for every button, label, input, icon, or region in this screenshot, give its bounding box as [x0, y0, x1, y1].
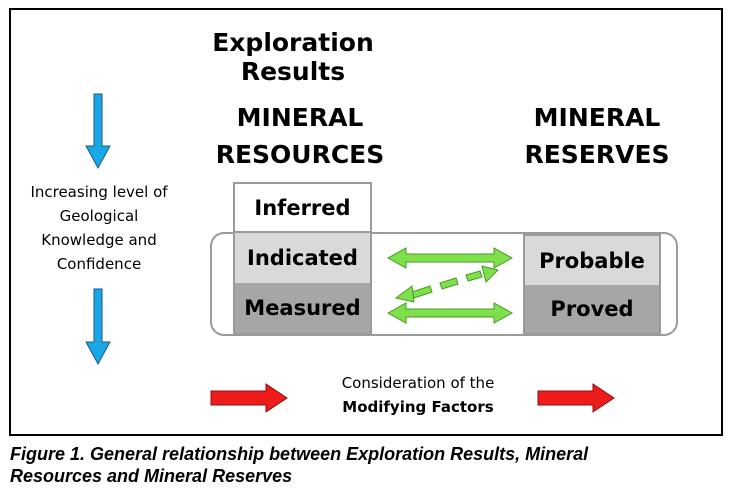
dashed-arrow-segment-3 — [465, 270, 483, 282]
probable-label: Probable — [539, 248, 645, 273]
confidence-note-line4: Confidence — [56, 255, 142, 273]
dashed-arrow-segment-2 — [439, 277, 459, 290]
mineral-reserves-heading: MINERAL RESERVES — [512, 99, 682, 173]
proved-label: Proved — [550, 297, 634, 321]
green-double-arrow-upper — [386, 247, 514, 269]
caption-line1: Figure 1. General relationship between E… — [10, 444, 589, 464]
reserves-heading-line2: RESERVES — [524, 140, 670, 169]
dashed-arrow-segment-1 — [411, 285, 433, 299]
confidence-note: Increasing level of Geological Knowledge… — [18, 180, 180, 276]
resources-heading-line2: RESOURCES — [215, 140, 385, 169]
confidence-note-line2: Geological — [59, 207, 139, 225]
indicated-box: Indicated — [233, 233, 372, 283]
proved-box: Proved — [523, 285, 661, 335]
blue-down-arrow-upper — [85, 93, 111, 170]
measured-box: Measured — [233, 283, 372, 335]
modifying-line1: Consideration of the — [341, 374, 495, 392]
indicated-label: Indicated — [247, 246, 358, 270]
modifying-line2: Modifying Factors — [342, 398, 494, 416]
red-right-arrow-right — [537, 383, 615, 413]
inferred-label: Inferred — [254, 195, 351, 220]
dashed-arrow-head-left — [394, 285, 415, 303]
mineral-resources-heading: MINERAL RESOURCES — [214, 99, 386, 173]
modifying-factors-text: Consideration of the Modifying Factors — [300, 371, 536, 419]
caption-line2: Resources and Mineral Reserves — [10, 466, 293, 486]
blue-down-arrow-lower — [85, 288, 111, 366]
inferred-box: Inferred — [233, 182, 372, 233]
red-right-arrow-left — [210, 383, 288, 413]
measured-label: Measured — [244, 296, 361, 320]
figure-caption: Figure 1. General relationship between E… — [10, 443, 730, 487]
green-double-arrow-lower — [386, 302, 514, 324]
green-dashed-diagonal-arrow — [394, 265, 499, 303]
confidence-note-line3: Knowledge and — [41, 231, 157, 249]
dashed-arrow-head-right — [481, 265, 499, 283]
confidence-note-line1: Increasing level of — [30, 183, 168, 201]
exploration-heading-line2: Results — [240, 57, 346, 86]
exploration-heading-line1: Exploration — [212, 28, 374, 57]
exploration-results-heading: Exploration Results — [200, 28, 386, 86]
resources-heading-line1: MINERAL — [236, 103, 364, 132]
reserves-heading-line1: MINERAL — [533, 103, 661, 132]
probable-box: Probable — [523, 234, 661, 285]
